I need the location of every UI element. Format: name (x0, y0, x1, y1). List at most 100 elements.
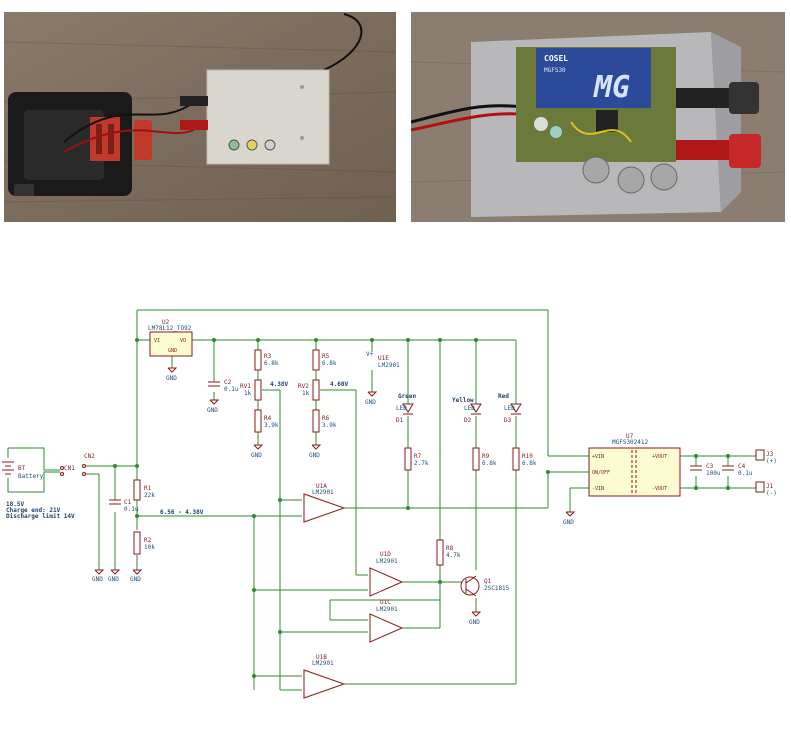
u7-vout-n: -VOUT (652, 486, 667, 492)
rv2-voltage: 4.60V (330, 381, 348, 388)
c4-ref: C4 (738, 463, 746, 470)
c2-value: 0.1u (224, 386, 239, 393)
j1-value: (-) (766, 490, 777, 497)
battery-note-discharge: Discharge limit 14V (6, 513, 75, 520)
module-block: COSEL MGFS30 MG (536, 48, 651, 108)
gnd-9: GND (563, 519, 574, 526)
u1b-value: LM2901 (312, 660, 334, 667)
enclosure-box (180, 69, 330, 165)
rv1-voltage: 4.38V (270, 381, 288, 388)
r8-ref: R8 (446, 545, 454, 552)
u1a-ref: U1A (316, 483, 327, 490)
gnd-3: GND (130, 576, 141, 583)
photo-battery-enclosure (4, 12, 396, 222)
rv2-value: 1k (302, 390, 310, 397)
cn2-ref: CN2 (84, 453, 95, 460)
rv1-value: 1k (244, 390, 252, 397)
rv1-ref: RV1 (240, 383, 251, 390)
u1c-value: LM2901 (376, 606, 398, 613)
c1-ref: C1 (124, 499, 132, 506)
c3-ref: C3 (706, 463, 714, 470)
vplus-label: V+ (366, 351, 374, 358)
gnd-8: GND (469, 619, 480, 626)
battery-pack (8, 92, 152, 196)
u1b-ref: U1B (316, 654, 327, 661)
u2-pin-vo: VO (180, 338, 186, 344)
u2-pin-gnd: GND (168, 348, 177, 354)
badge-text: MG (593, 70, 630, 105)
r9-ref: R9 (482, 453, 490, 460)
terminal-black (676, 82, 759, 114)
j1-ref: J1 (766, 483, 774, 490)
gnd-5: GND (251, 452, 262, 459)
d2-value: LED (464, 405, 475, 412)
u7-vout-p: +VOUT (652, 454, 667, 460)
d3-value: LED (504, 405, 515, 412)
r7-value: 2.7k (414, 460, 429, 467)
r3-ref: R3 (264, 353, 272, 360)
photo-open-enclosure: COSEL MGFS30 MG (411, 12, 785, 222)
net-label: 6.56 - 4.38V (160, 509, 204, 516)
u7-onoff: ON/OFF (592, 470, 610, 476)
gnd-7: GND (365, 399, 376, 406)
u7-block (588, 447, 681, 497)
gnd-6: GND (309, 452, 320, 459)
u7-vin-p: +VIN (592, 454, 604, 460)
r10-ref: R10 (522, 453, 533, 460)
bt-ref: BT (18, 465, 26, 472)
r1-ref: R1 (144, 485, 152, 492)
d1-color: Green (398, 393, 416, 400)
u1e-ref: U1E (378, 355, 389, 362)
r9-value: 6.8k (482, 460, 497, 467)
r5-value: 6.8k (322, 360, 337, 367)
r4-value: 3.9k (264, 422, 279, 429)
j3-ref: J3 (766, 451, 774, 458)
r1-value: 22k (144, 492, 155, 499)
u2-block (149, 331, 193, 357)
r5-ref: R5 (322, 353, 330, 360)
u1d-ref: U1D (380, 551, 391, 558)
u2-pin-vi: VI (154, 338, 160, 344)
d3-color: Red (498, 393, 509, 400)
d2-ref: D2 (464, 417, 472, 424)
u1a-value: LM2901 (312, 489, 334, 496)
gnd-u2: GND (166, 375, 177, 382)
battery-note-charge: Charge end: 21V (6, 507, 61, 514)
circuit-schematic: BT Battery 18.5V Charge end: 21V Dischar… (2, 309, 777, 699)
r2-value: 10k (144, 544, 155, 551)
logo-text: COSEL (544, 54, 568, 63)
r3-value: 6.8k (264, 360, 279, 367)
wires (7, 309, 756, 691)
q1-value: 2SC1815 (484, 585, 510, 592)
u7-ref: U7 (626, 433, 634, 440)
d1-ref: D1 (396, 417, 404, 424)
c1-value: 0.1u (124, 506, 139, 513)
gnd-2: GND (108, 576, 119, 583)
module-text: MGFS30 (544, 67, 566, 74)
cn1-ref: CN1 (64, 465, 75, 472)
u1c-ref: U1C (380, 599, 391, 606)
u1d-value: LM2901 (376, 558, 398, 565)
c2-ref: C2 (224, 379, 232, 386)
rv2-ref: RV2 (298, 383, 309, 390)
d2-color: Yellow (452, 397, 474, 404)
battery-note-voltage: 18.5V (6, 501, 24, 508)
r10-value: 6.8k (522, 460, 537, 467)
r7-ref: R7 (414, 453, 422, 460)
u2-value: LM78L12_TO92 (148, 325, 192, 332)
u1e-value: LM2901 (378, 362, 400, 369)
u2-ref: U2 (162, 319, 170, 326)
c4-value: 0.1u (738, 470, 753, 477)
terminal-red (676, 134, 761, 168)
r8-value: 4.7k (446, 552, 461, 559)
gnd-4: GND (207, 407, 218, 414)
q1-ref: Q1 (484, 578, 492, 585)
u7-vin-n: -VIN (592, 486, 604, 492)
bt-value: Battery (18, 473, 44, 480)
r4-ref: R4 (264, 415, 272, 422)
d3-ref: D3 (504, 417, 512, 424)
d1-value: LED (396, 405, 407, 412)
r6-ref: R6 (322, 415, 330, 422)
r2-ref: R2 (144, 537, 152, 544)
r6-value: 3.9k (322, 422, 337, 429)
